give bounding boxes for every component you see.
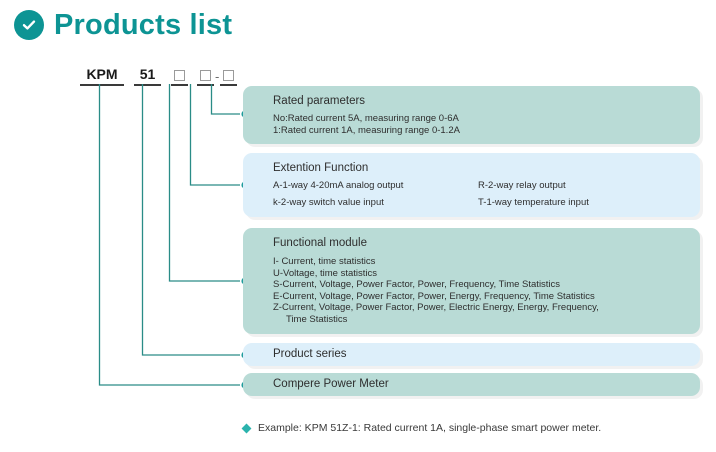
code-segment-kpm-label: KPM bbox=[86, 66, 118, 82]
functional-module-lines: I- Current, time statistics U-Voltage, t… bbox=[273, 256, 599, 326]
empty-box-icon bbox=[200, 69, 211, 81]
functional-module-line-continuation: Time Statistics bbox=[286, 313, 348, 325]
rated-parameters-title: Rated parameters bbox=[273, 95, 366, 107]
rated-parameters-box: Rated parameters No:Rated current 5A, me… bbox=[243, 86, 700, 144]
product-series-label: Product series bbox=[273, 348, 347, 360]
compere-power-meter-box: Compere Power Meter bbox=[243, 373, 700, 396]
extension-function-row: k-2-way switch value input T-1-way tempe… bbox=[273, 197, 693, 209]
example-note-text: Example: KPM 51Z-1: Rated current 1A, si… bbox=[258, 422, 602, 434]
product-code-line: KPM 51 - bbox=[80, 64, 238, 86]
functional-module-line: E-Current, Voltage, Power Factor, Power,… bbox=[273, 290, 595, 302]
functional-module-line: S-Current, Voltage, Power Factor, Power,… bbox=[273, 279, 561, 291]
rated-parameters-lines: No:Rated current 5A, measuring range 0-6… bbox=[273, 113, 460, 136]
product-series-box: Product series bbox=[243, 343, 700, 366]
functional-module-line: Z-Current, Voltage, Power Factor, Power,… bbox=[273, 302, 599, 314]
extension-function-title: Extention Function bbox=[273, 162, 369, 174]
rated-parameters-line: 1:Rated current 1A, measuring range 0-1.… bbox=[273, 124, 460, 136]
code-segment-extension-box bbox=[197, 66, 214, 86]
code-segment-51: 51 bbox=[134, 66, 161, 86]
extension-function-grid: A-1-way 4-20mA analog output R-2-way rel… bbox=[273, 180, 693, 208]
code-segment-kpm: KPM bbox=[80, 66, 124, 86]
empty-box-icon bbox=[223, 69, 235, 81]
code-segment-rated-box bbox=[220, 66, 238, 86]
extension-function-item: R-2-way relay output bbox=[478, 180, 566, 191]
extension-function-box: Extention Function A-1-way 4-20mA analog… bbox=[243, 153, 700, 217]
functional-module-line: I- Current, time statistics bbox=[273, 256, 376, 267]
extension-function-item: k-2-way switch value input bbox=[273, 196, 384, 208]
functional-module-box: Functional module I- Current, time stati… bbox=[243, 228, 700, 334]
compere-power-meter-label: Compere Power Meter bbox=[273, 378, 389, 390]
functional-module-line: U-Voltage, time statistics bbox=[273, 267, 378, 279]
rated-parameters-line: No:Rated current 5A, measuring range 0-6… bbox=[273, 113, 459, 124]
code-segment-51-label: 51 bbox=[139, 66, 156, 82]
diamond-bullet-icon bbox=[241, 423, 252, 434]
page-header: Products list bbox=[14, 10, 232, 40]
code-separator-dash: - bbox=[215, 69, 220, 84]
extension-function-item: T-1-way temperature input bbox=[478, 196, 589, 208]
page-title: Products list bbox=[54, 8, 233, 41]
empty-box-icon bbox=[174, 69, 185, 81]
extension-function-row: A-1-way 4-20mA analog output R-2-way rel… bbox=[273, 180, 693, 192]
extension-function-item: A-1-way 4-20mA analog output bbox=[273, 180, 404, 191]
functional-module-title: Functional module bbox=[273, 237, 367, 249]
example-note: Example: KPM 51Z-1: Rated current 1A, si… bbox=[241, 422, 602, 434]
check-circle-icon bbox=[14, 10, 44, 40]
code-segment-module-box bbox=[171, 66, 188, 86]
